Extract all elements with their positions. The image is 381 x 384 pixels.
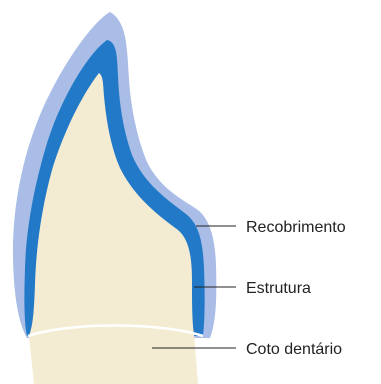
tooth-stump-label: Coto dentário: [246, 341, 342, 359]
coating-label: Recobrimento: [246, 219, 346, 237]
structure-label: Estrutura: [246, 280, 311, 298]
